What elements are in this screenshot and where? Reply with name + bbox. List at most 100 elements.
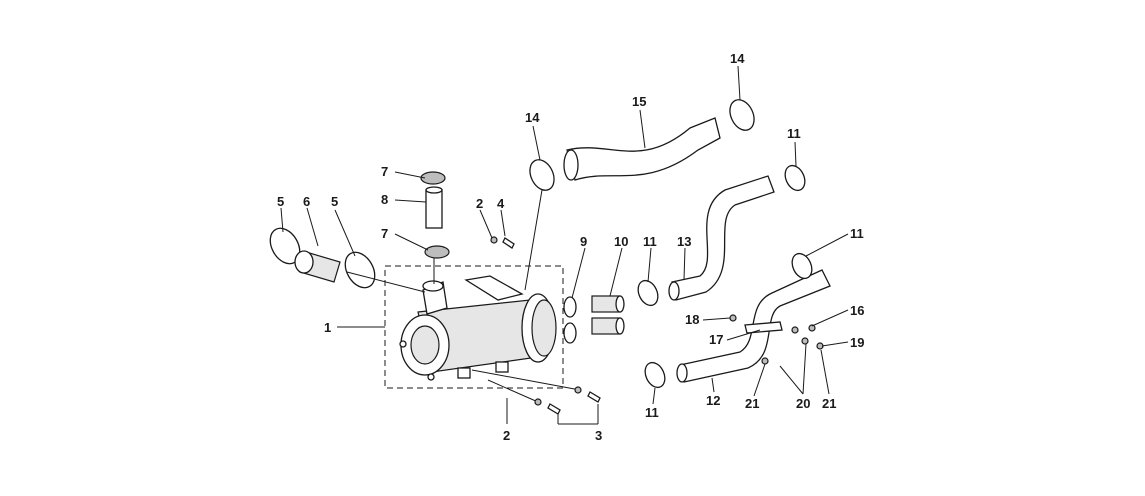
hose-15-end (563, 149, 579, 181)
fitting-upper-end (615, 295, 625, 313)
washer (574, 386, 582, 394)
mounting-bracket (464, 275, 524, 301)
washer (801, 337, 809, 345)
leader (532, 125, 541, 161)
callout-1: 1 (324, 320, 331, 335)
o-ring-lower (563, 322, 577, 344)
fittings-group (563, 295, 625, 344)
upper-hose-group (524, 99, 755, 291)
thermostat-group (420, 171, 450, 284)
cap-bolt (399, 340, 407, 348)
leader (726, 329, 761, 341)
hose-clamp-11-upper (637, 279, 659, 307)
heater-front-cap-inner (410, 325, 440, 365)
hose-clamp-11-right (791, 252, 813, 280)
leader (753, 363, 766, 397)
hose-13-end (668, 281, 680, 301)
callout-9: 9 (580, 234, 587, 249)
callout-5-right: 5 (331, 194, 338, 209)
screw (502, 237, 515, 249)
callout-21-left: 21 (745, 396, 759, 411)
assembly-line (524, 189, 543, 291)
callout-14-left: 14 (525, 110, 540, 125)
callout-5-left: 5 (277, 194, 284, 209)
mount-foot-left (457, 367, 471, 379)
leader (394, 233, 429, 251)
callout-8: 8 (381, 192, 388, 207)
callout-10: 10 (614, 234, 628, 249)
hose-12-group (644, 252, 831, 389)
leader (805, 233, 849, 257)
bottom-screw-group (471, 369, 601, 415)
leader (639, 109, 646, 149)
leader (794, 141, 797, 167)
callout-3: 3 (595, 428, 602, 443)
curved-hose-13 (671, 175, 775, 301)
cap-lower (424, 245, 450, 259)
callout-19: 19 (850, 335, 864, 350)
callout-18: 18 (685, 312, 699, 327)
callout-11-bottom: 11 (645, 405, 659, 420)
bracket-nut (791, 326, 799, 334)
hose-12-end (676, 363, 688, 383)
callout-16: 16 (850, 303, 864, 318)
screw (587, 391, 601, 403)
cap-bolt (427, 373, 435, 381)
leader (652, 387, 656, 405)
callout-14-top: 14 (730, 51, 745, 66)
leader (394, 171, 426, 179)
washer (490, 236, 498, 244)
tube-top (425, 186, 443, 194)
bracket-screw (729, 314, 737, 322)
hose-clamp-14b (729, 99, 755, 131)
inlet-hose-group (269, 227, 426, 293)
leader (647, 247, 652, 283)
callout-21-right: 21 (822, 396, 836, 411)
leader (683, 247, 686, 281)
leader (609, 247, 623, 297)
callout-7-bottom: 7 (381, 226, 388, 241)
callout-11-fitting: 11 (643, 234, 657, 249)
callout-7-top: 7 (381, 164, 388, 179)
leader (702, 317, 731, 321)
bracket-nut (808, 324, 816, 332)
leader (571, 247, 586, 299)
leader-lines (280, 65, 849, 425)
top-screw-group (490, 236, 515, 249)
callout-2-top: 2 (476, 196, 483, 211)
callout-15: 15 (632, 94, 646, 109)
callout-20: 20 (796, 396, 810, 411)
callout-4: 4 (497, 196, 505, 211)
screw (547, 403, 561, 415)
heater-assembly (384, 265, 564, 389)
callout-labels: 1 2 2 3 4 5 5 6 7 7 8 9 10 11 11 11 11 1… (277, 51, 864, 443)
leader (821, 341, 849, 347)
short-hose-end (294, 250, 314, 274)
hose-clamp-11-lower (644, 361, 666, 389)
cap-upper (420, 171, 446, 185)
callout-11-right: 11 (850, 226, 864, 241)
leader (802, 343, 807, 395)
callout-6: 6 (303, 194, 310, 209)
leader (479, 209, 493, 239)
assembly-line (487, 379, 539, 403)
hose-clamp-11-top (784, 164, 806, 192)
callout-11-top: 11 (787, 126, 801, 141)
assembly-line (471, 369, 581, 391)
leader (711, 377, 715, 393)
washer (534, 398, 542, 406)
o-ring-upper (563, 296, 577, 318)
leader (394, 199, 427, 203)
callout-2-bottom: 2 (503, 428, 510, 443)
heater-rear-cap (531, 299, 557, 357)
callout-13: 13 (677, 234, 691, 249)
leader (334, 209, 356, 257)
assembly-line (346, 271, 426, 293)
washer (761, 357, 769, 365)
leader (737, 65, 741, 101)
leader (500, 209, 506, 237)
heater-top-inlet-opening (422, 280, 444, 292)
thermostat-tube (425, 189, 443, 229)
